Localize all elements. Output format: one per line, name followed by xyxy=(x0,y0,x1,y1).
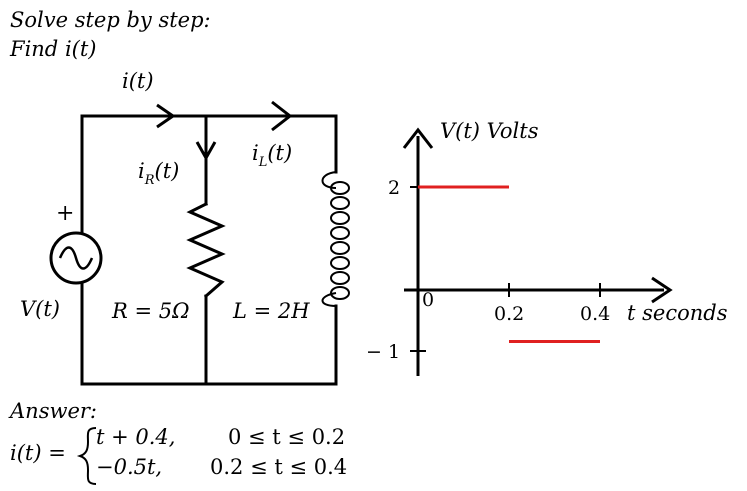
x-tick-label-02: 0.2 xyxy=(494,303,524,325)
ac-source-symbol xyxy=(49,231,103,285)
answer-block: Answer: i(t) = t + 0.4, 0 ≤ t ≤ 0.2 −0.5… xyxy=(8,399,347,485)
source-label: V(t) xyxy=(20,297,60,321)
find-function: i(t) xyxy=(65,37,97,61)
case1-expression: t + 0.4, xyxy=(96,425,175,449)
inductor-current-label: iL(t) xyxy=(252,141,292,170)
inductor-current-arg: (t) xyxy=(267,141,292,165)
circuit-diagram: + V(t) i(t) iR(t) iL(t) R = 5Ω L = 2H xyxy=(20,69,350,386)
y-axis-title: V(t) Volts xyxy=(440,119,539,143)
resistor-current-subscript: R xyxy=(144,173,155,188)
instruction-text: Solve step by step: xyxy=(10,8,211,32)
inductor-symbol xyxy=(321,171,350,307)
inductor-current-symbol: i xyxy=(252,141,259,165)
inductor-current-subscript: L xyxy=(258,155,268,170)
answer-title: Answer: xyxy=(8,399,97,423)
answer-lhs: i(t) = xyxy=(10,441,66,465)
case1-condition: 0 ≤ t ≤ 0.2 xyxy=(228,425,345,449)
source-plus-sign: + xyxy=(56,201,74,226)
find-text: Find i(t) xyxy=(9,37,96,61)
voltage-graph: 2 − 1 0 0.2 0.4 V(t) Volts t seconds xyxy=(366,119,728,376)
x-tick-label-0: 0 xyxy=(422,289,434,311)
resistor-current-label: iR(t) xyxy=(138,159,179,188)
resistor-current-arrow xyxy=(195,141,217,162)
case2-condition: 0.2 ≤ t ≤ 0.4 xyxy=(210,455,347,479)
resistor-current-arg: (t) xyxy=(155,159,180,183)
resistor-label: R = 5Ω xyxy=(111,299,190,323)
inductor-label: L = 2H xyxy=(232,299,310,323)
y-axis-arrow xyxy=(402,127,434,149)
total-current-arrow xyxy=(156,103,176,129)
x-axis-arrow xyxy=(651,276,673,304)
y-tick-label-neg1: − 1 xyxy=(366,341,400,363)
resistor-current-symbol: i xyxy=(138,159,145,183)
find-prefix: Find xyxy=(9,37,65,61)
x-tick-label-04: 0.4 xyxy=(580,303,610,325)
piecewise-brace xyxy=(76,427,97,485)
y-tick-label-2: 2 xyxy=(388,177,400,199)
resistor-symbol xyxy=(186,201,226,299)
x-axis-title: t seconds xyxy=(627,301,728,325)
inductor-current-arrow xyxy=(271,100,293,132)
case2-expression: −0.5t, xyxy=(96,455,162,479)
series-layer xyxy=(418,185,600,343)
total-current-label: i(t) xyxy=(122,69,154,93)
